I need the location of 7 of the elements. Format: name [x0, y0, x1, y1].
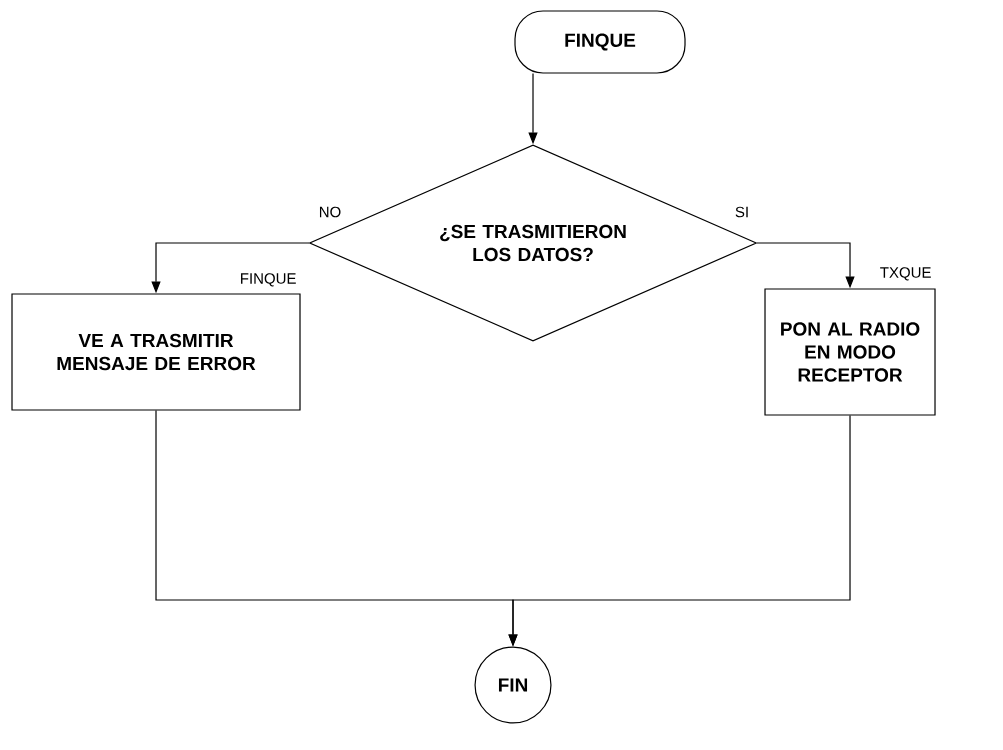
side-label: FINQUE [241, 273, 296, 287]
process-box: PON AL RADIO EN MODO RECEPTOR [764, 288, 936, 416]
edge-label: SI [733, 205, 751, 219]
process-box: VE A TRASMITIR MENSAJE DE ERROR [11, 293, 301, 411]
edge-label: NO [317, 205, 343, 219]
terminal-box: FINQUE [514, 10, 686, 74]
side-label: TXQUE [880, 267, 931, 281]
